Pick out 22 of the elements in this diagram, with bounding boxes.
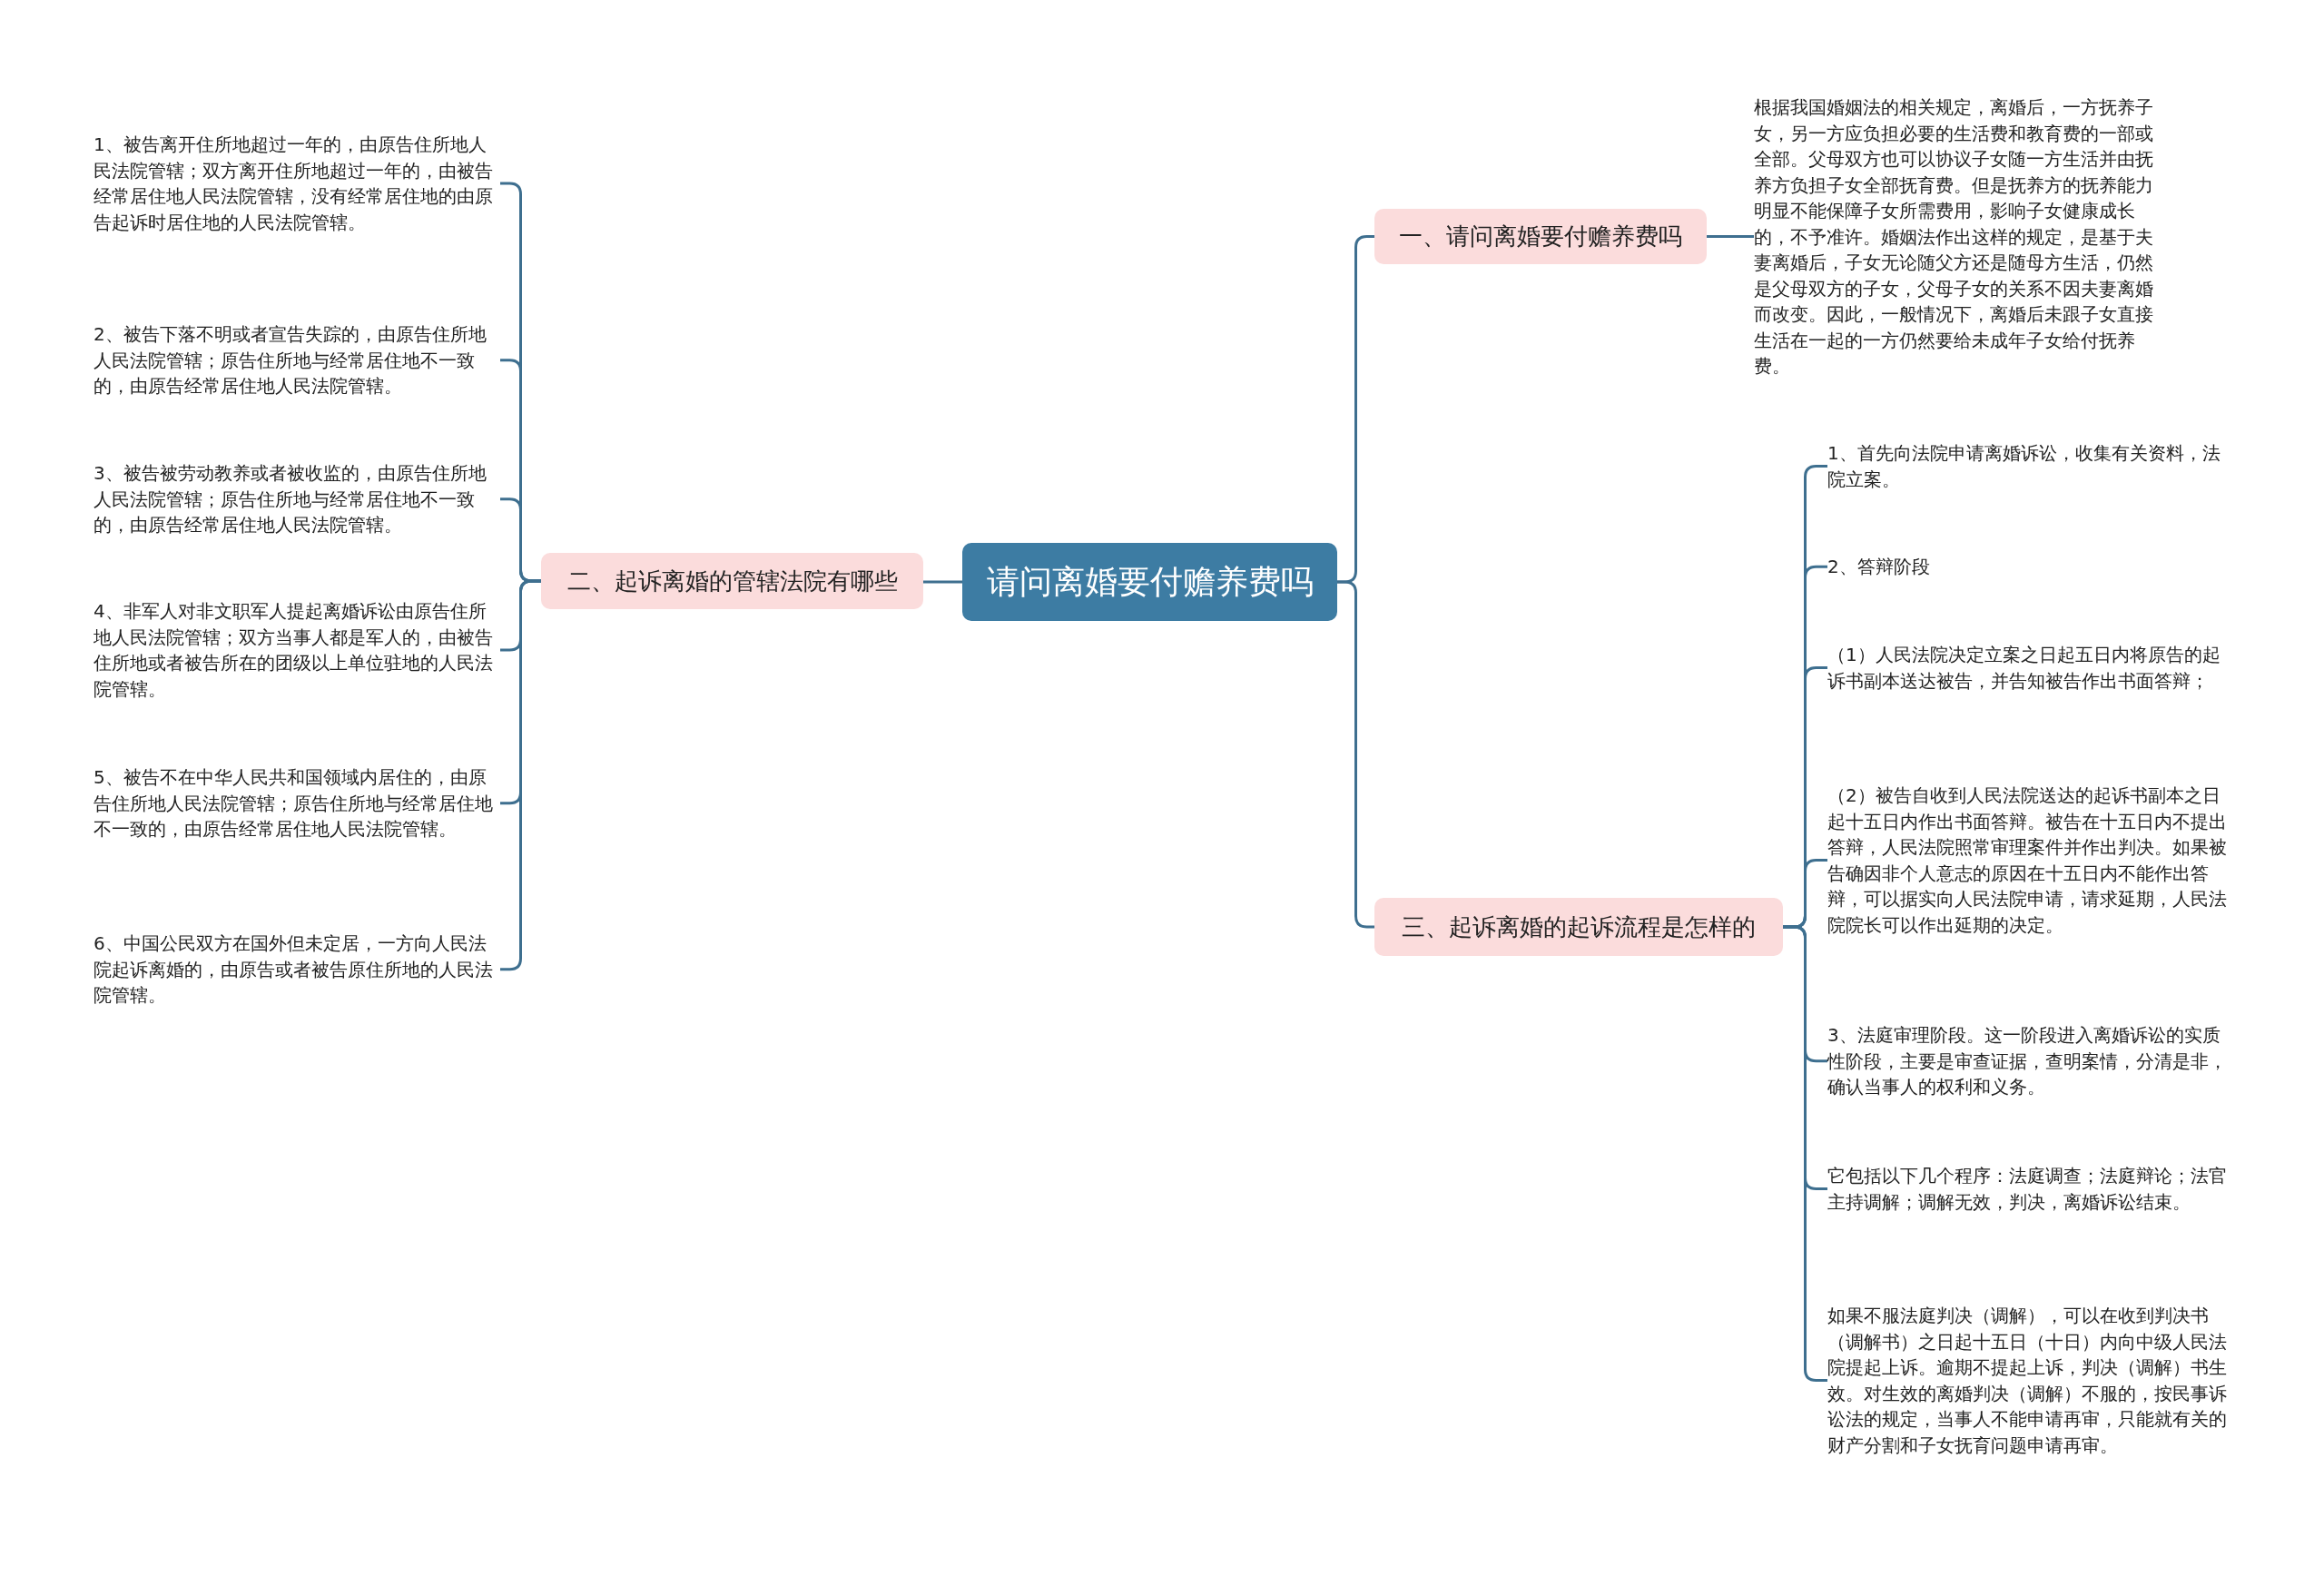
subtopic-box: 二、起诉离婚的管辖法院有哪些: [541, 553, 923, 609]
connector-line: [1337, 580, 1374, 929]
note-text: （1）人民法院决定立案之日起五日内将原告的起诉书副本送达被告，并告知被告作出书面答辩；: [1827, 642, 2234, 694]
subtopic-box: 三、起诉离婚的起诉流程是怎样的: [1374, 898, 1783, 956]
note-text: 3、法庭审理阶段。这一阶段进入离婚诉讼的实质性阶段，主要是审查证据，查明案情，分清是非，确认当事人的权利和义务。: [1827, 1022, 2234, 1100]
note-text: 3、被告被劳动教养或者被收监的，由原告住所地人民法院管辖；原告住所地与经常居住地不一致的，由原告经常居住地人民法院管辖。: [94, 460, 500, 538]
topic-box: 请问离婚要付赡养费吗: [962, 543, 1337, 621]
note-text: 它包括以下几个程序：法庭调查；法庭辩论；法官主持调解；调解无效，判决，离婚诉讼结束。: [1827, 1163, 2234, 1215]
connector-line: [923, 580, 962, 584]
note-text: 1、被告离开住所地超过一年的，由原告住所地人民法院管辖；双方离开住所地超过一年的，由被告经常居住地人民法院管辖，没有经常居住地的由原告起诉时居住地的人民法院管辖。: [94, 132, 500, 235]
note-text: 2、被告下落不明或者宣告失踪的，由原告住所地人民法院管辖；原告住所地与经常居住地不一致的，由原告经常居住地人民法院管辖。: [94, 321, 500, 399]
note-text: 6、中国公民双方在国外但未定居，一方向人民法院起诉离婚的，由原告或者被告原住所地的人民法院管辖。: [94, 931, 500, 1009]
note-text: （2）被告自收到人民法院送达的起诉书副本之日起十五日内作出书面答辩。被告在十五日内不提出答辩，人民法院照常审理案件并作出判决。如果被告确因非个人意志的原因在十五日内不能作出答辩，可以据实向人民法院申请，请求延期，人民法院院长可以作出延期的决定。: [1827, 783, 2234, 938]
note-text: 根据我国婚姻法的相关规定，离婚后，一方抚养子女，另一方应负担必要的生活费和教育费的一部或全部。父母双方也可以协议子女随一方生活并由抚养方负担子女全部抚育费。但是抚养方的抚养能力明显不能保障子女所需费用，影响子女健康成长的，不予准许。婚姻法作出这样的规定，是基于夫妻离婚后，子女无论随父方还是随母方生活，仍然是父母双方的子女，父母子女的关系不因夫妻离婚而改变。因此，一般情况下，离婚后未跟子女直接生活在一起的一方仍然要给未成年子女给付抚养费。: [1754, 94, 2159, 379]
note-text: 5、被告不在中华人民共和国领域内居住的，由原告住所地人民法院管辖；原告住所地与经常居住地不一致的，由原告经常居住地人民法院管辖。: [94, 764, 500, 842]
note-text: 2、答辩阶段: [1827, 554, 2234, 580]
connector-line: [500, 579, 541, 971]
subtopic-box: 一、请问离婚要付赡养费吗: [1374, 209, 1707, 264]
note-text: 1、首先向法院申请离婚诉讼，收集有关资料，法院立案。: [1827, 440, 2234, 492]
connector-line: [1707, 235, 1754, 238]
note-text: 如果不服法庭判决（调解），可以在收到判决书（调解书）之日起十五日（十日）内向中级人民法院提起上诉。逾期不提起上诉，判决（调解）书生效。对生效的离婚判决（调解）不服的，按民事诉讼法的规定，当事人不能申请再审，只能就有关的财产分割和子女抚育问题申请再审。: [1827, 1303, 2234, 1458]
note-text: 4、非军人对非文职军人提起离婚诉讼由原告住所地人民法院管辖；双方当事人都是军人的，由被告住所地或者被告所在的团级以上单位驻地的人民法院管辖。: [94, 598, 500, 702]
